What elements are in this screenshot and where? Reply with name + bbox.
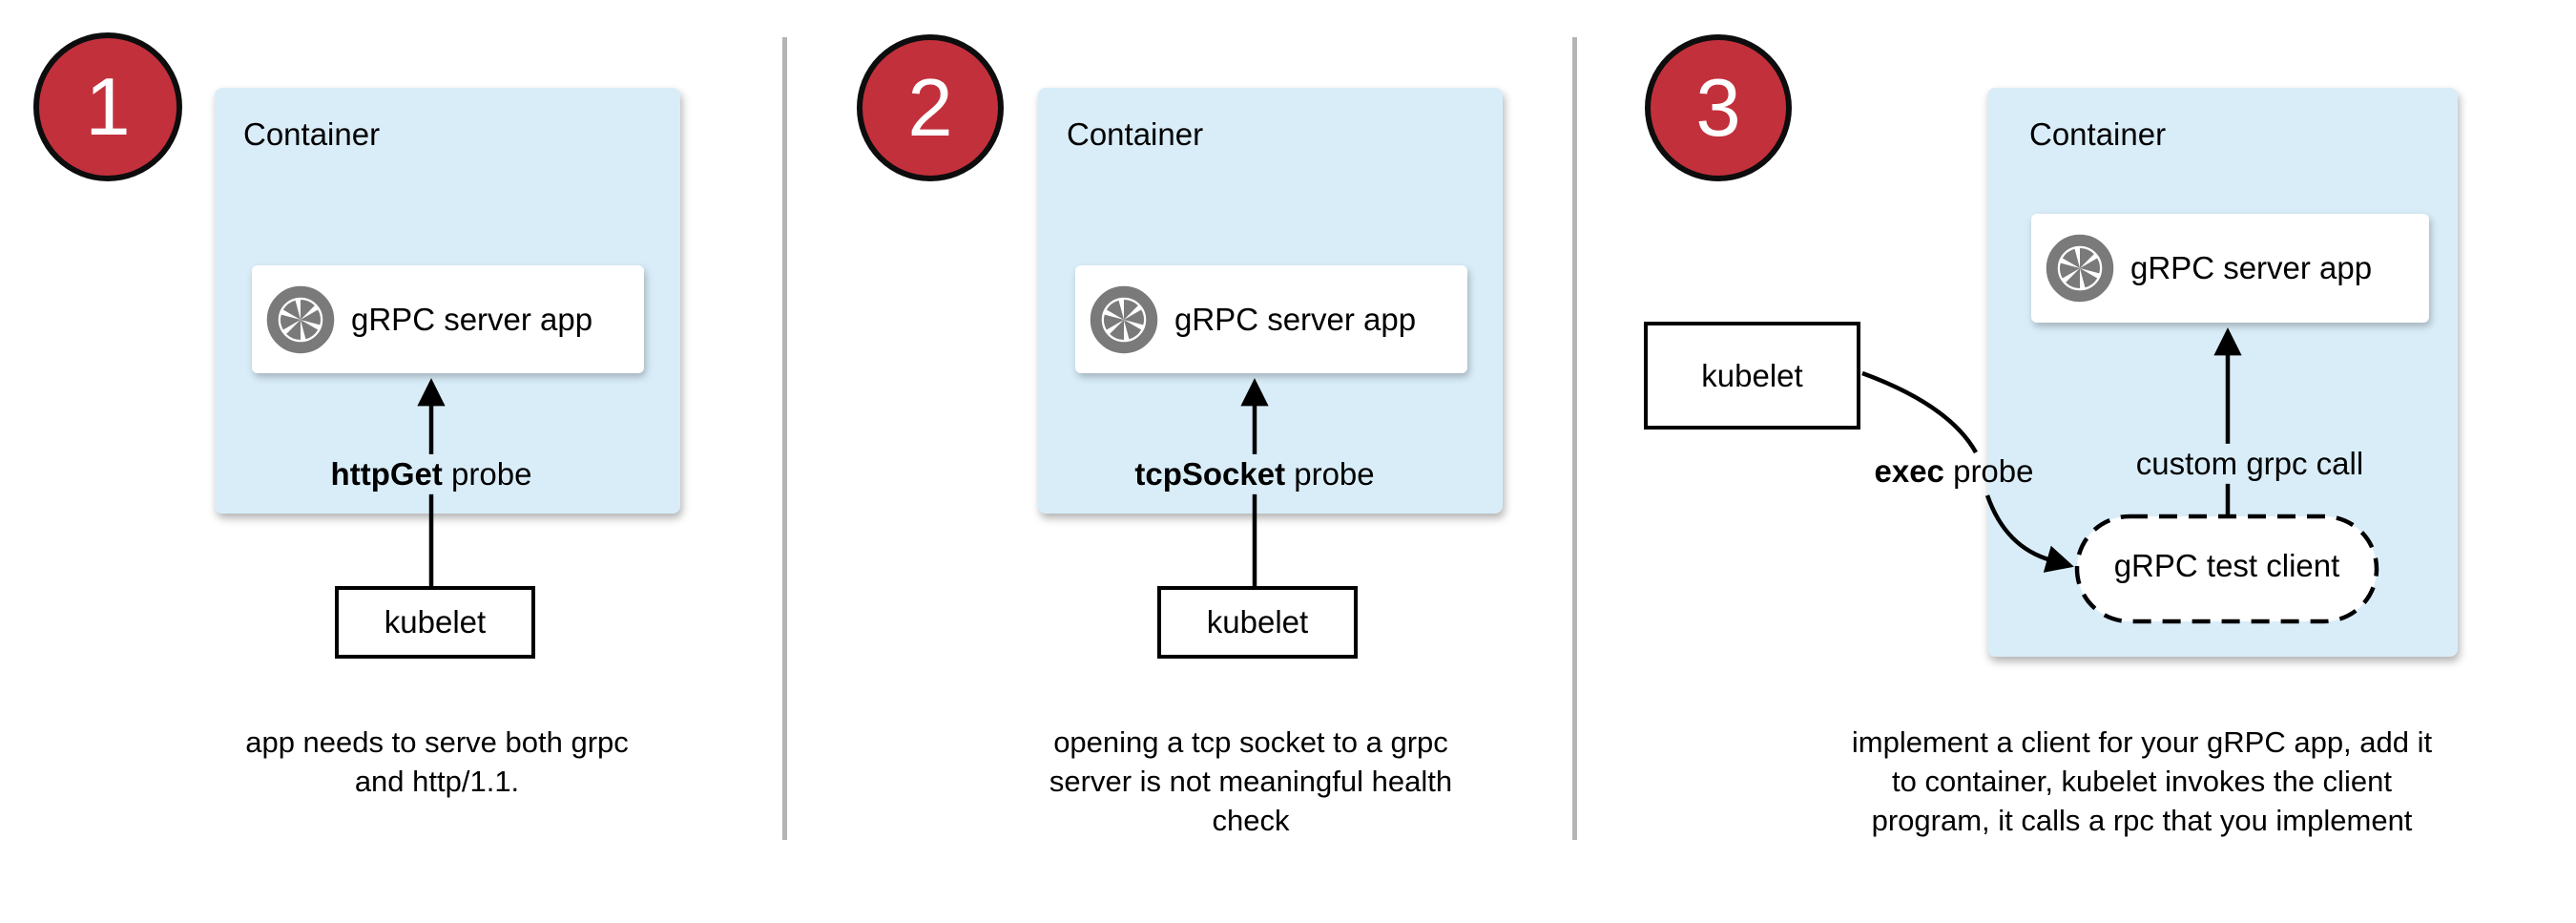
step-badge-2: 2 (857, 34, 1004, 181)
caption-1: app needs to serve both grpc and http/1.… (103, 723, 771, 801)
caption-2: opening a tcp socket to a grpc server is… (917, 723, 1585, 840)
caption-3-line2: to container, kubelet invokes the client (1892, 765, 2392, 798)
caption-3: implement a client for your gRPC app, ad… (1808, 723, 2476, 840)
aperture-icon (2046, 234, 2114, 303)
step-number-1: 1 (85, 61, 131, 153)
exec-probe-label: exec probe (1874, 452, 2034, 489)
caption-2-line2: server is not meaningful health (1049, 765, 1453, 798)
kubelet-label-1: kubelet (384, 604, 487, 640)
step-number-2: 2 (907, 62, 953, 154)
exec-probe-curve-upper (1861, 370, 1978, 454)
caption-2-line1: opening a tcp socket to a grpc (1053, 725, 1448, 759)
caption-3-line1: implement a client for your gRPC app, ad… (1851, 725, 2433, 759)
step-badge-1: 1 (33, 32, 182, 181)
caption-1-line1: app needs to serve both grpc (245, 725, 629, 759)
panel-divider-1 (782, 37, 787, 840)
grpc-server-app-label-2: gRPC server app (1174, 301, 1417, 337)
kubelet-label-3: kubelet (1701, 357, 1803, 393)
caption-3-line3: program, it calls a rpc that you impleme… (1871, 804, 2413, 837)
grpc-test-client-label: gRPC test client (2113, 548, 2340, 583)
step-number-3: 3 (1695, 62, 1741, 154)
caption-1-line2: and http/1.1. (354, 765, 520, 798)
kubelet-box-2: kubelet (1157, 586, 1358, 659)
grpc-server-app-label-3: gRPC server app (2130, 250, 2373, 285)
grpc-server-app-label-1: gRPC server app (351, 301, 593, 337)
step-badge-3: 3 (1645, 34, 1792, 181)
kubelet-box-3: kubelet (1644, 322, 1860, 430)
kubelet-label-2: kubelet (1206, 604, 1309, 640)
aperture-icon (1090, 285, 1158, 354)
container-2-label: Container (1067, 116, 1204, 152)
grpc-server-app-box-2: gRPC server app (1075, 265, 1467, 373)
caption-2-line3: check (1212, 804, 1290, 837)
tcpsocket-probe-label: tcpSocket probe (1127, 453, 1382, 495)
kubelet-box-1: kubelet (335, 586, 535, 659)
grpc-server-app-box-3: gRPC server app (2031, 214, 2429, 323)
container-3-label: Container (2029, 116, 2167, 152)
custom-grpc-call-label: custom grpc call (2128, 443, 2372, 485)
grpc-server-app-box-1: gRPC server app (252, 265, 644, 373)
httpget-probe-label: httpGet probe (322, 453, 540, 495)
container-1-label: Container (243, 116, 381, 152)
aperture-icon (266, 285, 335, 354)
panel-divider-2 (1572, 37, 1577, 840)
